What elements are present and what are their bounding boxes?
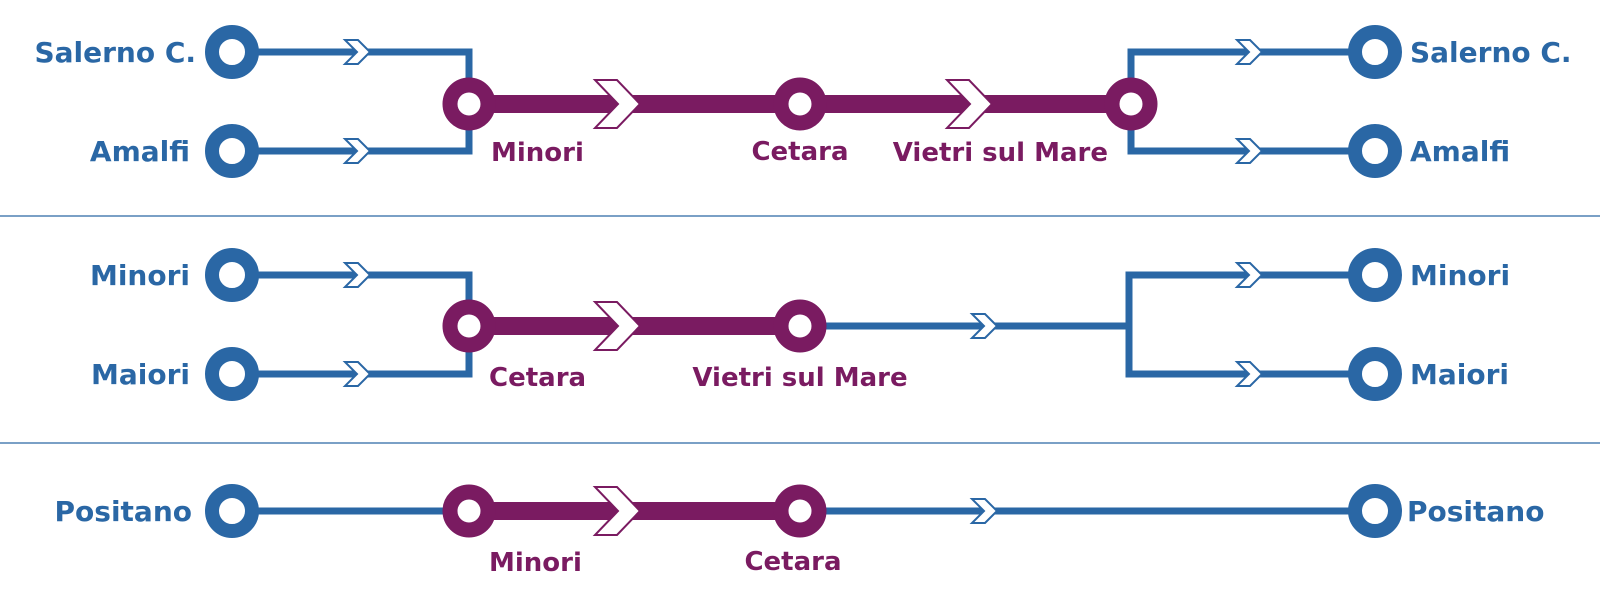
station-marker (442, 299, 496, 353)
destination-label: Positano (1407, 495, 1544, 528)
station-marker (1348, 124, 1402, 178)
station-marker (1348, 347, 1402, 401)
direction-arrow-icon (1234, 138, 1264, 164)
station-marker (1104, 77, 1158, 131)
origin-label: Positano (55, 495, 192, 528)
direction-arrow-icon (592, 301, 642, 351)
station-marker (205, 484, 259, 538)
stop-label: Minori (489, 548, 582, 578)
station-marker (205, 248, 259, 302)
station-marker (442, 484, 496, 538)
direction-arrow-icon (342, 361, 372, 387)
station-marker (205, 347, 259, 401)
route-1: Salerno C. Amalfi Minori Cetara Vietri s… (34, 25, 1572, 178)
branch-line (1125, 326, 1372, 378)
origin-label: Minori (90, 259, 190, 292)
origin-label: Maiori (91, 358, 190, 391)
stop-label: Cetara (744, 547, 841, 577)
station-marker (205, 124, 259, 178)
destination-label: Maiori (1410, 358, 1509, 391)
stop-label: Vietri sul Mare (692, 363, 907, 393)
route-2: Minori Maiori Cetara Vietri sul Mare Min… (90, 248, 1510, 401)
origin-label: Salerno C. (34, 36, 196, 69)
station-marker (1348, 484, 1402, 538)
destination-label: Amalfi (1410, 135, 1510, 168)
station-marker (1348, 25, 1402, 79)
station-marker (442, 77, 496, 131)
destination-label: Salerno C. (1410, 36, 1572, 69)
stop-label: Vietri sul Mare (893, 138, 1108, 168)
direction-arrow-icon (592, 79, 642, 129)
station-marker (773, 299, 827, 353)
direction-arrow-icon (944, 79, 994, 129)
origin-label: Amalfi (90, 135, 190, 168)
station-marker (205, 25, 259, 79)
direction-arrow-icon (1234, 361, 1264, 387)
station-marker (773, 484, 827, 538)
direction-arrow-icon (342, 138, 372, 164)
direction-arrow-icon (342, 262, 372, 288)
destination-label: Minori (1410, 259, 1510, 292)
station-marker (773, 77, 827, 131)
direction-arrow-icon (592, 486, 642, 536)
route-3: Positano Minori Cetara Positano (55, 484, 1544, 578)
stop-label: Cetara (489, 363, 586, 393)
direction-arrow-icon (969, 498, 999, 524)
stop-label: Cetara (751, 137, 848, 167)
direction-arrow-icon (969, 313, 999, 339)
station-marker (1348, 248, 1402, 302)
branch-line (1125, 271, 1372, 326)
stop-label: Minori (491, 138, 584, 168)
direction-arrow-icon (1234, 262, 1264, 288)
direction-arrow-icon (1234, 39, 1264, 65)
direction-arrow-icon (342, 39, 372, 65)
